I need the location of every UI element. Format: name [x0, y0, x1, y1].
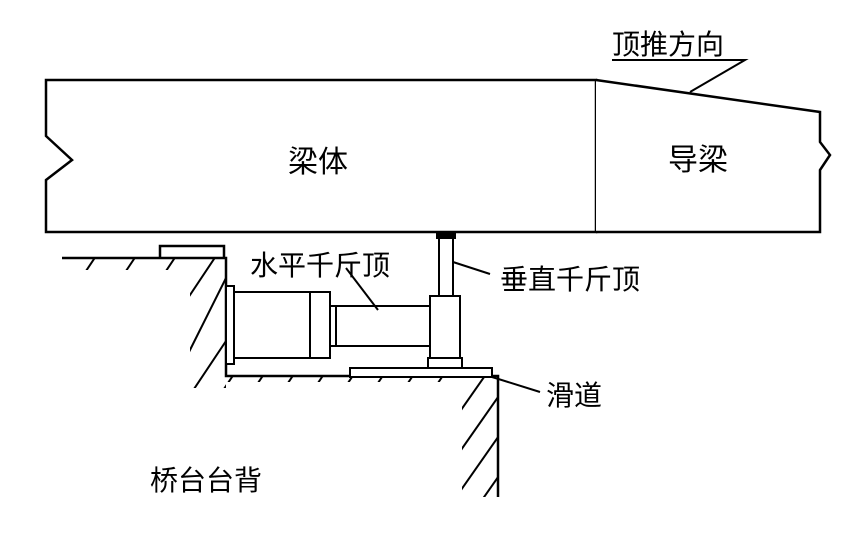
- abutment-top-plate: [158, 244, 226, 258]
- girder-body-label: 梁体: [288, 145, 348, 180]
- leader-lines: [345, 59, 749, 393]
- abutment-back-label: 桥台台背: [150, 464, 262, 497]
- guide-beam-label: 导梁: [668, 143, 728, 178]
- guide-beam-outline: [595, 78, 832, 234]
- horizontal-jack: [225, 285, 461, 365]
- vertical-jack: [427, 231, 463, 369]
- horizontal-jack-label: 水平千斤顶: [250, 249, 390, 282]
- slideway-label: 滑道: [546, 379, 602, 412]
- slideway-rail: [349, 367, 493, 378]
- push-direction-label: 顶推方向: [612, 28, 724, 61]
- vertical-jack-label: 垂直千斤顶: [500, 263, 640, 296]
- abutment-outline: [62, 256, 500, 497]
